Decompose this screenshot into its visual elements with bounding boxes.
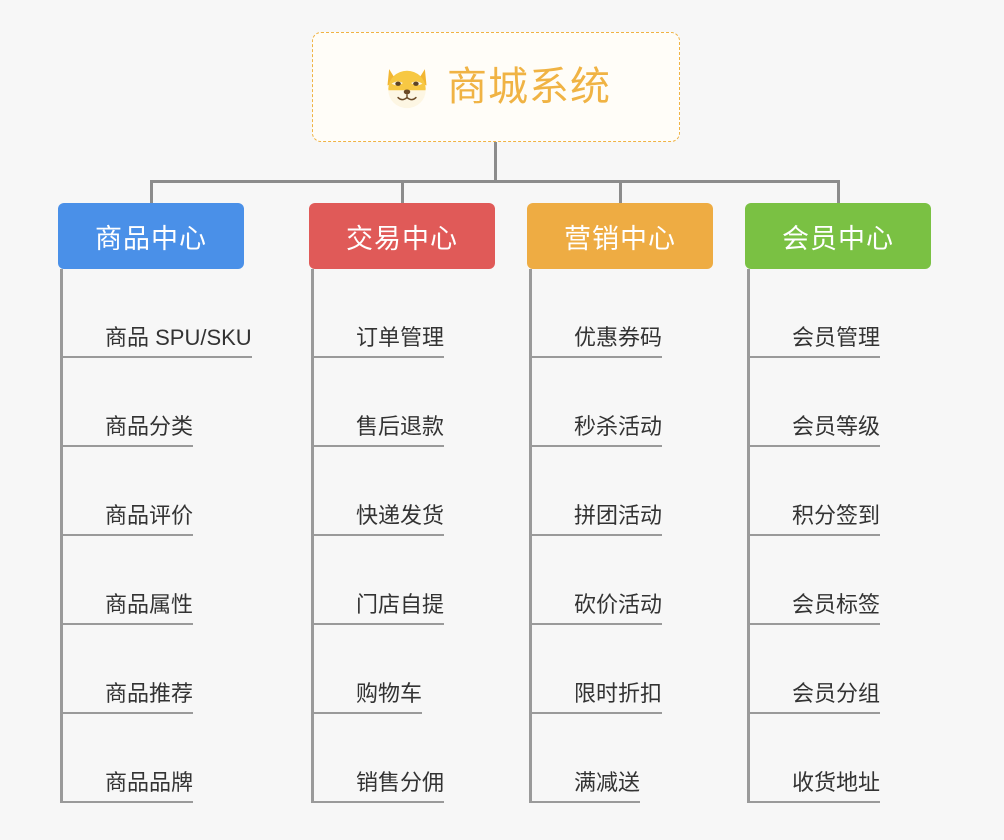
branch-items-0: 商品 SPU/SKU 商品分类 商品评价 商品属性 商品推荐 商品品牌 (60, 269, 252, 803)
leaf-item[interactable]: 销售分佣 (314, 714, 495, 803)
leaf-label: 商品 SPU/SKU (105, 325, 252, 358)
leaf-item[interactable]: 限时折扣 (532, 625, 713, 714)
leaf-label: 购物车 (356, 681, 423, 714)
leaf-item[interactable]: 订单管理 (314, 269, 495, 358)
leaf-label: 会员标签 (792, 592, 881, 625)
leaf-label: 拼团活动 (574, 503, 663, 536)
leaf-item[interactable]: 门店自提 (314, 536, 495, 625)
leaf-label: 满减送 (574, 770, 641, 803)
leaf-label: 商品分类 (105, 414, 194, 447)
branch-column-1: 交易中心 订单管理 售后退款 快递发货 门店自提 购物车 销售分佣 (309, 203, 495, 803)
connector-drop-4 (837, 180, 840, 205)
leaf-label: 商品推荐 (105, 681, 194, 714)
leaf-label: 会员管理 (792, 325, 881, 358)
connector-drop-1 (150, 180, 153, 205)
branch-items-3: 会员管理 会员等级 积分签到 会员标签 会员分组 收货地址 (747, 269, 931, 803)
leaf-item[interactable]: 满减送 (532, 714, 713, 803)
branch-items-1: 订单管理 售后退款 快递发货 门店自提 购物车 销售分佣 (311, 269, 495, 803)
leaf-item[interactable]: 优惠券码 (532, 269, 713, 358)
leaf-label: 优惠券码 (574, 325, 663, 358)
branch-header-label-0: 商品中心 (95, 223, 207, 254)
connector-drop-2 (401, 180, 404, 205)
leaf-item[interactable]: 商品 SPU/SKU (63, 269, 252, 358)
connector-bus-bar (150, 180, 840, 183)
leaf-item[interactable]: 商品推荐 (63, 625, 244, 714)
leaf-label: 快递发货 (356, 503, 445, 536)
leaf-label: 商品评价 (105, 503, 194, 536)
leaf-item[interactable]: 商品评价 (63, 447, 244, 536)
leaf-item[interactable]: 快递发货 (314, 447, 495, 536)
leaf-item[interactable]: 商品品牌 (63, 714, 244, 803)
branch-header-3[interactable]: 会员中心 (745, 203, 931, 269)
leaf-label: 订单管理 (356, 325, 445, 358)
leaf-item[interactable]: 会员标签 (750, 536, 931, 625)
leaf-item[interactable]: 秒杀活动 (532, 358, 713, 447)
leaf-label: 商品属性 (105, 592, 194, 625)
leaf-label: 秒杀活动 (574, 414, 663, 447)
connector-drop-3 (619, 180, 622, 205)
shiba-dog-icon (381, 61, 433, 113)
root-node[interactable]: 商城系统 (312, 32, 680, 142)
leaf-label: 收货地址 (792, 770, 881, 803)
leaf-item[interactable]: 会员等级 (750, 358, 931, 447)
leaf-item[interactable]: 商品分类 (63, 358, 244, 447)
connector-root-stem (494, 142, 497, 182)
leaf-item[interactable]: 售后退款 (314, 358, 495, 447)
branch-header-label-2: 营销中心 (564, 223, 676, 254)
leaf-label: 门店自提 (356, 592, 445, 625)
leaf-label: 砍价活动 (574, 592, 663, 625)
leaf-item[interactable]: 购物车 (314, 625, 495, 714)
root-label: 商城系统 (447, 65, 611, 109)
leaf-label: 积分签到 (792, 503, 881, 536)
leaf-label: 销售分佣 (356, 770, 445, 803)
branch-column-3: 会员中心 会员管理 会员等级 积分签到 会员标签 会员分组 收货地址 (745, 203, 931, 803)
leaf-item[interactable]: 砍价活动 (532, 536, 713, 625)
branch-items-2: 优惠券码 秒杀活动 拼团活动 砍价活动 限时折扣 满减送 (529, 269, 713, 803)
leaf-item[interactable]: 收货地址 (750, 714, 931, 803)
branch-header-label-1: 交易中心 (346, 223, 458, 254)
branch-column-2: 营销中心 优惠券码 秒杀活动 拼团活动 砍价活动 限时折扣 满减送 (527, 203, 713, 803)
branch-column-0: 商品中心 商品 SPU/SKU 商品分类 商品评价 商品属性 商品推荐 商品品牌 (58, 203, 252, 803)
leaf-label: 会员等级 (792, 414, 881, 447)
leaf-label: 限时折扣 (574, 681, 663, 714)
leaf-item[interactable]: 积分签到 (750, 447, 931, 536)
branch-header-1[interactable]: 交易中心 (309, 203, 495, 269)
leaf-item[interactable]: 商品属性 (63, 536, 244, 625)
leaf-item[interactable]: 会员分组 (750, 625, 931, 714)
branch-header-label-3: 会员中心 (782, 223, 894, 254)
leaf-label: 商品品牌 (105, 770, 194, 803)
leaf-item[interactable]: 拼团活动 (532, 447, 713, 536)
leaf-label: 会员分组 (792, 681, 881, 714)
leaf-label: 售后退款 (356, 414, 445, 447)
branch-header-2[interactable]: 营销中心 (527, 203, 713, 269)
leaf-item[interactable]: 会员管理 (750, 269, 931, 358)
branch-header-0[interactable]: 商品中心 (58, 203, 244, 269)
